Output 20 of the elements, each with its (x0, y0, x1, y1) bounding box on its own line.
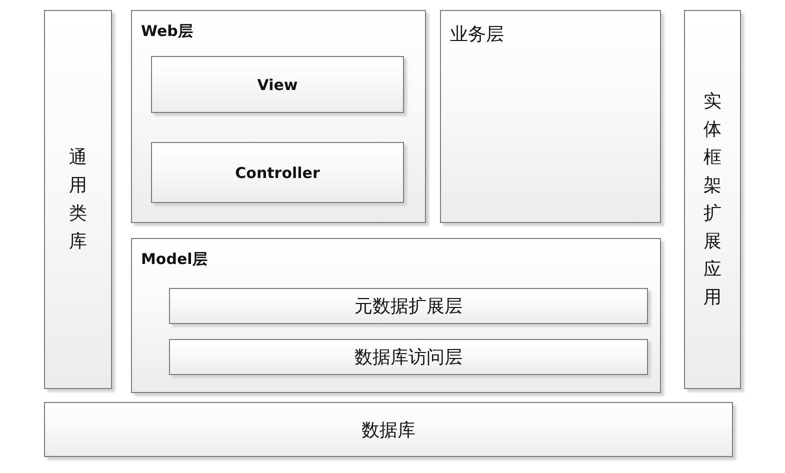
layer-heading: Model层 (141, 250, 208, 269)
layer-label: 元数据扩展层 (354, 295, 462, 318)
side-column-box (44, 10, 112, 389)
side-column-box (684, 10, 741, 389)
layer-box (169, 288, 648, 324)
layer-label: 数据库 (362, 418, 416, 442)
layer-label: 数据库访问层 (354, 346, 462, 369)
layer-box (440, 10, 661, 223)
layer-panel (131, 10, 426, 223)
layer-heading: Web层 (141, 22, 193, 41)
layer-label: Controller (235, 164, 320, 182)
layer-label: 实体框架扩展应用 (704, 90, 722, 310)
layer-label: View (257, 76, 298, 94)
layer-panel (131, 238, 661, 393)
layer-heading: 业务层 (450, 23, 504, 46)
layer-box (44, 402, 733, 457)
layer-box (169, 339, 648, 375)
layer-box (151, 56, 404, 113)
layer-box (151, 142, 404, 203)
layer-label: 通用类库 (69, 146, 87, 254)
